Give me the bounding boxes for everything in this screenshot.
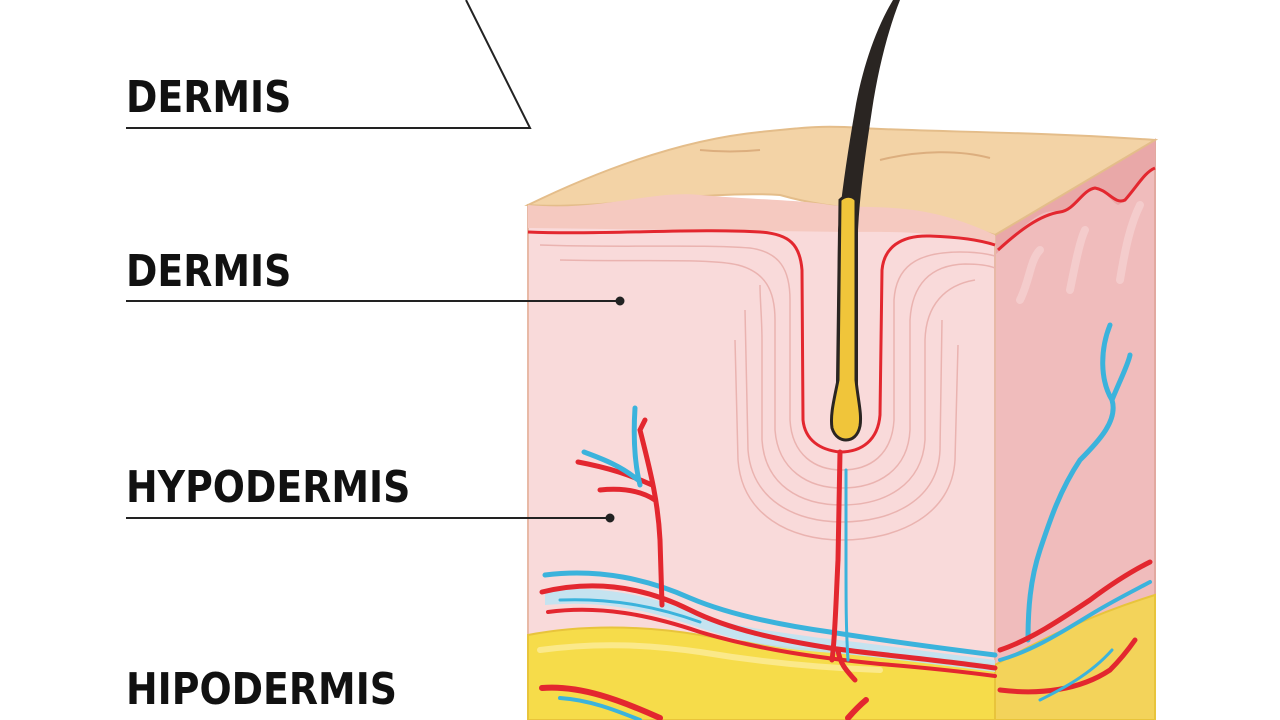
label-dermis-top: DERMIS [126, 72, 292, 123]
label-hypodermis: HYPODERMIS [126, 462, 411, 513]
side-ridge-line [996, 166, 1156, 252]
dermal-papilla-line [527, 229, 996, 454]
fat-artery-bottom-2 [845, 697, 869, 720]
leader-lines [126, 0, 625, 523]
branch-artery-left [575, 417, 665, 608]
leader-dot-2 [615, 296, 625, 306]
follicle-artery [829, 449, 858, 683]
plexus-vein [542, 570, 998, 658]
side-plexus-vein [998, 580, 1152, 662]
epidermis-front [528, 194, 995, 245]
fat-artery-bottom [539, 684, 663, 720]
plexus-vein-2 [558, 598, 702, 624]
leader-dot-3 [605, 513, 615, 523]
plexus-artery-2 [546, 607, 997, 678]
hair-root-bulb [830, 194, 862, 442]
side-vein [1025, 322, 1133, 643]
branch-vein-left [581, 405, 643, 488]
fat-vein-bottom [558, 696, 642, 720]
fat-highlight [537, 642, 883, 673]
epidermis-top-crease [699, 149, 991, 161]
follicle-sheath [539, 244, 996, 541]
leader-line-1 [126, 0, 532, 129]
hair [830, 0, 900, 442]
side-ridge-line-2 [1016, 201, 1144, 304]
side-epidermis [995, 140, 1155, 255]
follicle-vein [844, 468, 850, 662]
skin-block [524, 125, 1159, 720]
label-hipodermis: HIPODERMIS [126, 664, 398, 715]
side-fat-vein [1038, 648, 1114, 702]
plexus-artery [539, 583, 998, 671]
side-plexus-artery [997, 559, 1153, 653]
side-fat-artery [997, 637, 1138, 695]
label-dermis: DERMIS [126, 246, 292, 297]
epidermis-top [524, 125, 1159, 237]
